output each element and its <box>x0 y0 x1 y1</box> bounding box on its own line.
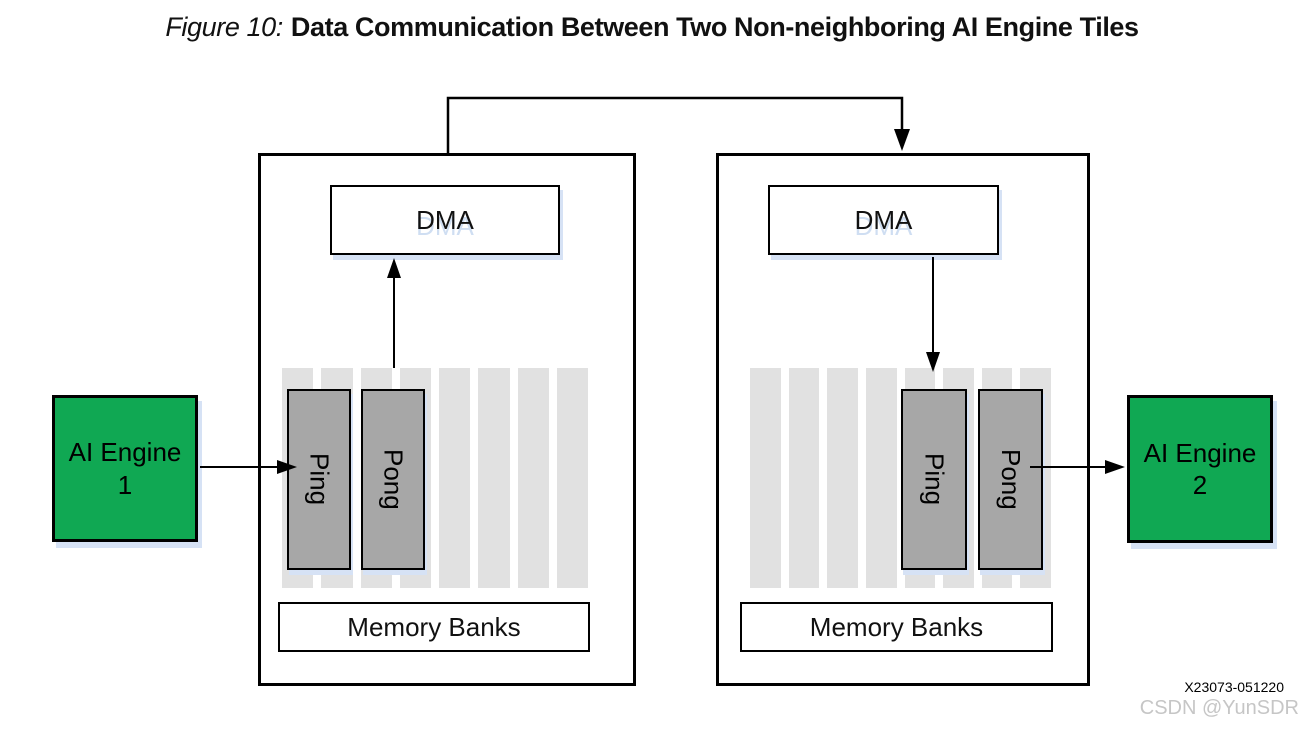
figure-title: Figure 10:Data Communication Between Two… <box>0 12 1304 43</box>
pong-buffer-tile1: Pong <box>361 389 425 570</box>
ai-engine-1-box: AI Engine 1 <box>52 395 198 542</box>
figure-number-label: Figure 10: <box>165 12 283 42</box>
memory-banks-label: Memory Banks <box>809 611 984 642</box>
ping-buffer-tile1: Ping <box>287 389 351 570</box>
pong-label: Pong <box>996 449 1026 510</box>
memory-bank-stripe <box>750 368 781 588</box>
document-number: X23073-051220 <box>1184 679 1284 695</box>
memory-banks-label: Memory Banks <box>347 611 521 642</box>
pong-label: Pong <box>378 449 409 510</box>
memory-bank-stripe <box>439 368 471 588</box>
inter-tile-connector-arrow <box>446 96 904 153</box>
memory-bank-stripe <box>865 368 897 588</box>
memory-bank-stripe <box>827 368 858 588</box>
ping-label: Ping <box>304 453 335 506</box>
ping-label: Ping <box>919 453 950 506</box>
memory-bank-stripe <box>517 368 549 588</box>
dma-box-tile2: DMA <box>768 185 999 255</box>
dma-box-tile1: DMA <box>330 185 560 255</box>
watermark-text: CSDN @YunSDR <box>1139 697 1299 719</box>
memory-bank-stripe <box>788 368 820 588</box>
dma-label: DMA <box>416 204 474 235</box>
ai-engine-2-box: AI Engine 2 <box>1127 395 1273 543</box>
ai-engine-name: AI Engine <box>1143 437 1257 468</box>
memory-banks-box-tile2: Memory Banks <box>740 602 1053 652</box>
ping-buffer-tile2: Ping <box>901 389 967 570</box>
pong-buffer-tile2: Pong <box>978 389 1043 570</box>
memory-bank-stripe <box>556 368 588 588</box>
inter-tile-arrowhead-icon <box>894 129 910 151</box>
right-arrowhead-icon <box>1105 460 1125 474</box>
ai-engine-name: AI Engine <box>68 437 182 467</box>
ai-engine-number: 1 <box>117 469 133 500</box>
memory-banks-box-tile1: Memory Banks <box>278 602 590 652</box>
dma-label: DMA <box>854 204 913 235</box>
ai-engine-number: 2 <box>1192 470 1208 500</box>
figure-title-text: Data Communication Between Two Non-neigh… <box>290 12 1139 42</box>
memory-bank-stripe <box>478 368 510 588</box>
